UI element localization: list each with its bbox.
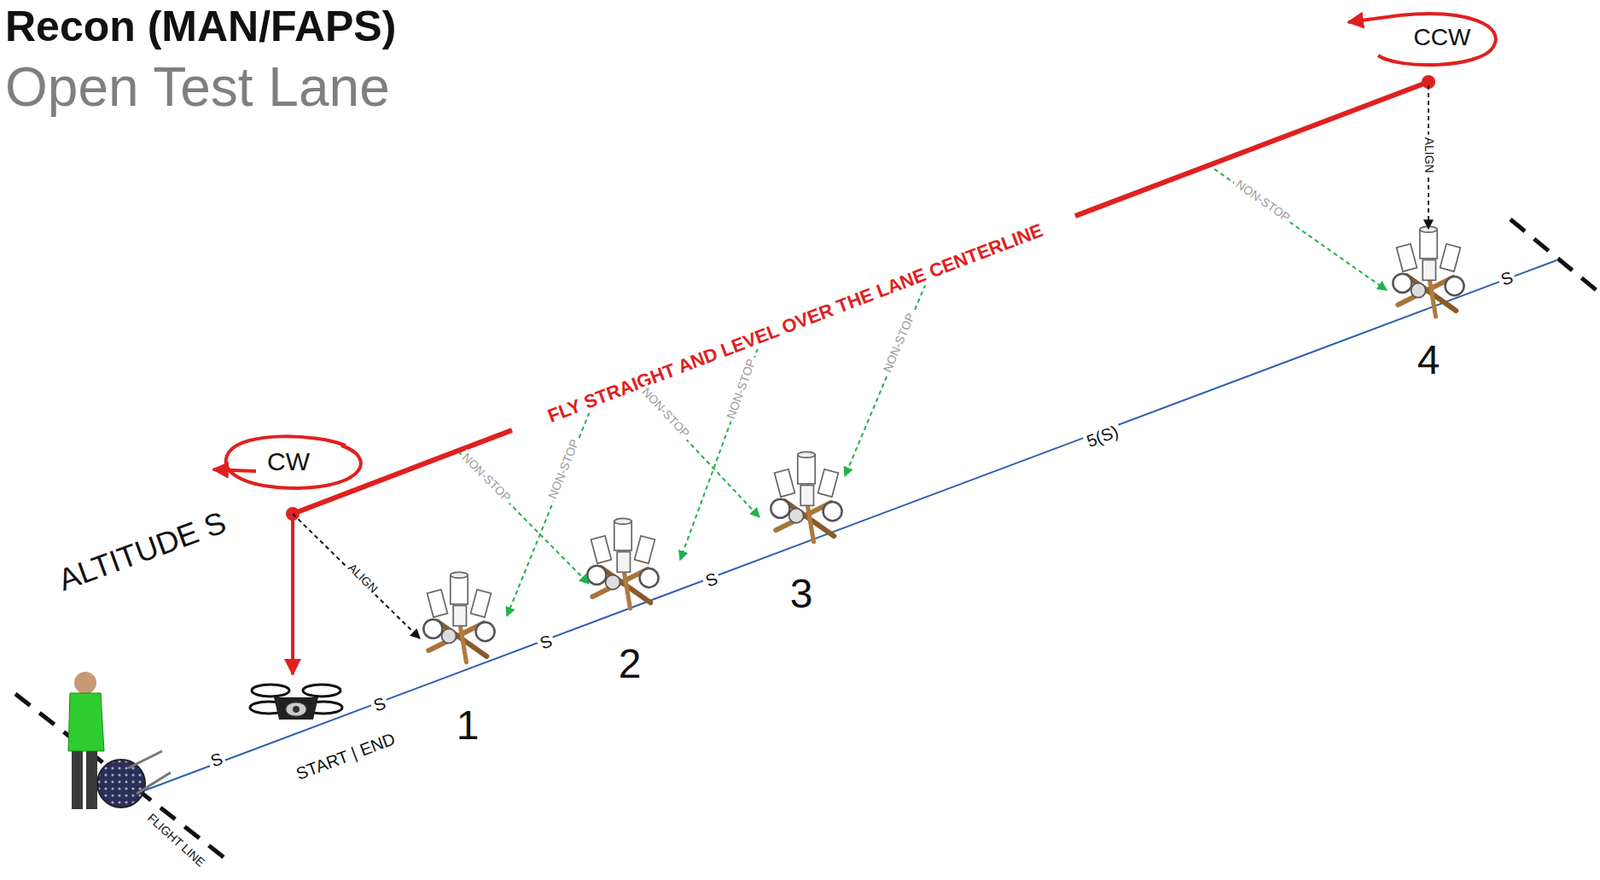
spacing-label: S (368, 692, 391, 716)
rotation-label: CCW (1413, 24, 1472, 52)
rotation-label: CW (267, 447, 310, 476)
slide-title: Recon (MAN/FAPS) (5, 3, 396, 51)
nonstop-label: NON-STOP (723, 354, 760, 424)
align-label: ALIGN (1421, 134, 1435, 176)
spacing-label: S (205, 747, 228, 771)
callout-number: 4 (1417, 337, 1441, 384)
nonstop-label: NON-STOP (457, 448, 515, 507)
nonstop-label: NON-STOP (545, 435, 583, 504)
callout-number: 3 (790, 571, 814, 617)
flight-line-label: FLIGHT LINE (142, 809, 210, 872)
altitude-label: ALTITUDE S (54, 505, 232, 597)
nonstop-label: NON-STOP (637, 384, 694, 443)
operator (68, 671, 171, 809)
spacing-label: 5(S) (1082, 420, 1124, 452)
drone (250, 684, 343, 720)
callout-number: 1 (456, 703, 480, 749)
nonstop-label: NON-STOP (1231, 176, 1295, 227)
subtitle: Open Test Lane (5, 57, 390, 117)
spacing-label: S (1495, 266, 1519, 290)
nonstop-label: NON-STOP (879, 308, 919, 377)
spacing-label: S (535, 629, 558, 653)
start-end-label: START | END (293, 728, 398, 783)
instruction-text: FLY STRAIGHT AND LEVEL OVER THE LANE CEN… (542, 219, 1048, 428)
align-label: ALIGN (343, 559, 382, 599)
callout-number: 2 (618, 641, 642, 687)
spacing-label: S (700, 567, 723, 591)
